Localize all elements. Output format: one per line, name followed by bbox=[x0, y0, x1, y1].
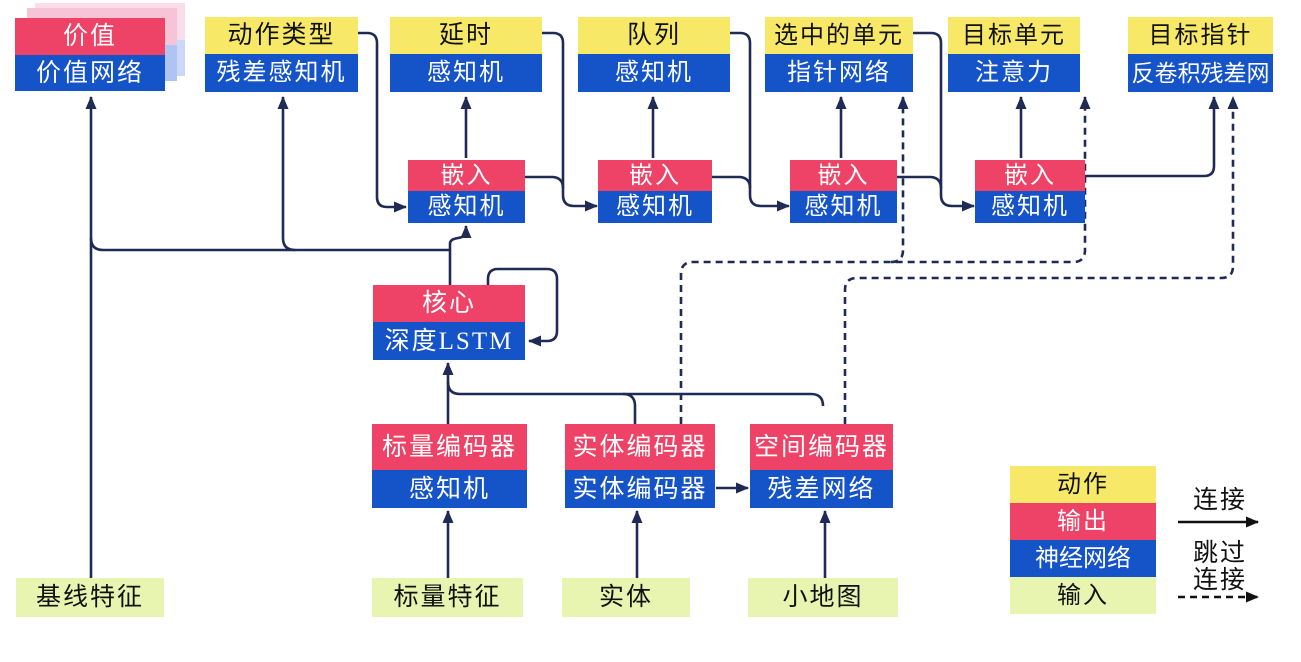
legend-input-label: 输入 bbox=[1010, 577, 1156, 614]
input-entities-label: 实体 bbox=[562, 578, 690, 617]
embed-1-bottom-label: 感知机 bbox=[408, 191, 525, 223]
input-minimap-label: 小地图 bbox=[748, 578, 898, 617]
head-selected-units-bottom-label: 指针网络 bbox=[765, 54, 913, 92]
core-bottom-label: 深度LSTM bbox=[373, 322, 525, 360]
embed-1-top-label: 嵌入 bbox=[408, 160, 525, 191]
head-delay-block: 延时 感知机 bbox=[390, 17, 542, 92]
head-value-block: 价值 价值网络 bbox=[15, 18, 165, 91]
head-action-type-block: 动作类型 残差感知机 bbox=[205, 17, 358, 92]
wire-core-to-action-type bbox=[277, 96, 296, 252]
head-action-type-bottom-label: 残差感知机 bbox=[205, 54, 358, 92]
embed-3-block: 嵌入 感知机 bbox=[790, 160, 897, 223]
head-delay-bottom-label: 感知机 bbox=[390, 54, 542, 92]
embed-4-bottom-label: 感知机 bbox=[975, 191, 1085, 223]
embed-2-block: 嵌入 感知机 bbox=[598, 160, 712, 223]
head-value-bottom-label: 价值网络 bbox=[15, 55, 165, 91]
encoder-scalar-block: 标量编码器 感知机 bbox=[372, 424, 527, 508]
legend-output-label: 输出 bbox=[1010, 503, 1156, 540]
legend-solid-arrow-label: 连接 bbox=[1192, 487, 1247, 514]
wire-embed1-to-embed2 bbox=[525, 175, 565, 189]
encoder-scalar-bottom-label: 感知机 bbox=[372, 470, 527, 508]
embed-3-bottom-label: 感知机 bbox=[790, 191, 897, 223]
encoder-entity-bottom-label: 实体编码器 bbox=[565, 470, 715, 508]
legend-color-key: 动作 输出 神经网络 输入 bbox=[1010, 466, 1156, 614]
core-top-label: 核心 bbox=[373, 285, 525, 322]
input-minimap: 小地图 bbox=[748, 578, 898, 617]
wire-skip-entity-to-target-unit bbox=[679, 96, 1091, 424]
head-action-type-top-label: 动作类型 bbox=[205, 17, 358, 54]
wire-core-to-embed1 bbox=[448, 225, 472, 285]
legend-action-label: 动作 bbox=[1010, 466, 1156, 503]
head-target-unit-bottom-label: 注意力 bbox=[948, 54, 1080, 92]
encoder-spatial-block: 空间编码器 残差网络 bbox=[750, 424, 893, 508]
embed-3-top-label: 嵌入 bbox=[790, 160, 897, 191]
embed-4-block: 嵌入 感知机 bbox=[975, 160, 1085, 223]
head-selected-units-top-label: 选中的单元 bbox=[765, 17, 913, 54]
head-value-top-label: 价值 bbox=[15, 18, 165, 55]
wire-skip-spatial-to-target-point bbox=[843, 96, 1239, 424]
encoder-spatial-top-label: 空间编码器 bbox=[750, 424, 893, 470]
wire-core-to-value-horizontal bbox=[89, 237, 450, 252]
head-selected-units-block: 选中的单元 指针网络 bbox=[765, 17, 913, 92]
embed-2-top-label: 嵌入 bbox=[598, 160, 712, 191]
wire-embed2-to-embed3 bbox=[712, 175, 752, 189]
input-baseline-features: 基线特征 bbox=[16, 578, 164, 617]
input-entities: 实体 bbox=[562, 578, 690, 617]
legend-network-label: 神经网络 bbox=[1010, 540, 1156, 577]
input-baseline-features-label: 基线特征 bbox=[16, 578, 164, 617]
encoder-entity-top-label: 实体编码器 bbox=[565, 424, 715, 470]
input-scalar-features: 标量特征 bbox=[372, 578, 523, 617]
wire-embed4-to-target-point bbox=[1085, 96, 1220, 178]
embed-4-top-label: 嵌入 bbox=[975, 160, 1085, 191]
head-target-point-top-label: 目标指针 bbox=[1128, 17, 1273, 54]
embed-2-bottom-label: 感知机 bbox=[598, 191, 712, 223]
encoder-scalar-top-label: 标量编码器 bbox=[372, 424, 527, 470]
legend-dashed-arrow-label-line2: 连接 bbox=[1192, 567, 1247, 594]
head-target-unit-block: 目标单元 注意力 bbox=[948, 17, 1080, 92]
head-delay-top-label: 延时 bbox=[390, 17, 542, 54]
wire-spatial-merge-horizontal bbox=[446, 381, 825, 407]
head-queue-top-label: 队列 bbox=[578, 17, 730, 54]
input-scalar-features-label: 标量特征 bbox=[372, 578, 523, 617]
core-block: 核心 深度LSTM bbox=[373, 285, 525, 360]
head-target-unit-top-label: 目标单元 bbox=[948, 17, 1080, 54]
head-target-point-block: 目标指针 反卷积残差网 bbox=[1128, 17, 1273, 92]
legend-dashed-arrow-label-line1: 跳过 bbox=[1192, 540, 1247, 567]
encoder-entity-block: 实体编码器 实体编码器 bbox=[565, 424, 715, 508]
wire-entity-merge-join bbox=[622, 392, 637, 424]
encoder-spatial-bottom-label: 残差网络 bbox=[750, 470, 893, 508]
head-queue-block: 队列 感知机 bbox=[578, 17, 730, 92]
head-target-point-bottom-label: 反卷积残差网 bbox=[1128, 54, 1273, 92]
wire-embed3-to-embed4 bbox=[897, 175, 943, 189]
embed-1-block: 嵌入 感知机 bbox=[408, 160, 525, 223]
head-queue-bottom-label: 感知机 bbox=[578, 54, 730, 92]
